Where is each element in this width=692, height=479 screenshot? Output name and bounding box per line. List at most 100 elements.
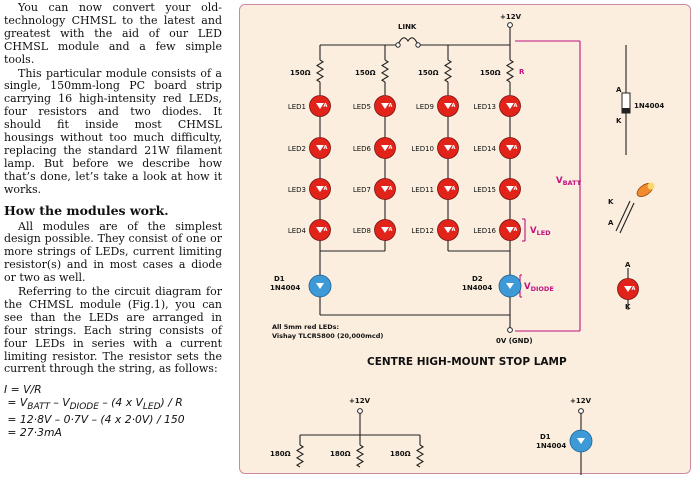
resistor-label: 180Ω: [330, 450, 351, 458]
led-anode-label: A: [514, 145, 518, 151]
led-triangle-icon: [506, 227, 514, 233]
parts-note: Vishay TLCR5800 (20,000mcd): [272, 332, 383, 340]
led-triangle-icon: [506, 186, 514, 192]
led-label: LED4: [288, 227, 307, 235]
led-triangle-icon: [316, 186, 324, 192]
led-label: LED10: [411, 145, 434, 153]
led-3d-highlight: [647, 182, 655, 190]
led-anode-label: A: [514, 186, 518, 192]
led-pin-k-label: K: [625, 303, 631, 311]
resistor-label: 180Ω: [270, 450, 291, 458]
diode-pin-a-label: A: [616, 86, 622, 94]
diode-part-label: 1N4004: [462, 284, 492, 292]
resistor-r3: [443, 59, 453, 83]
led-anode-label: A: [452, 145, 456, 151]
led3d-k-label: K: [608, 198, 614, 206]
led-anode-label: A: [632, 286, 636, 292]
resistor-r4: [505, 59, 515, 83]
section-heading: How the modules work.: [4, 202, 169, 218]
current-formula: I = V/R = VBATT – VDIODE – (4 x VLED) / …: [4, 383, 222, 440]
led-triangle-icon: [381, 103, 389, 109]
led-label: LED11: [411, 186, 434, 194]
article-column: You can now convert your old-technology …: [4, 1, 222, 440]
supply-terminal: [507, 22, 513, 28]
led-anode-label: A: [389, 186, 393, 192]
resistor-label: 150Ω: [355, 69, 376, 77]
led-triangle-icon: [624, 286, 632, 292]
led-label: LED14: [473, 145, 496, 153]
led-label: LED9: [416, 103, 434, 111]
led-triangle-icon: [444, 227, 452, 233]
led-triangle-icon: [506, 103, 514, 109]
link-terminal: [415, 42, 421, 48]
led-anode-label: A: [452, 227, 456, 233]
diode-triangle-icon: [506, 283, 514, 289]
ground-terminal: [507, 327, 513, 333]
supply-label: +12V: [500, 13, 522, 21]
v-diode-label: VDIODE: [524, 282, 554, 293]
v-batt-label: VBATT: [556, 176, 582, 187]
diode-part-label: 1N4004: [536, 442, 566, 450]
link-terminal: [395, 42, 401, 48]
led-label: LED1: [288, 103, 306, 111]
led-label: LED16: [473, 227, 496, 235]
led-triangle-icon: [444, 103, 452, 109]
diode-band-icon: [622, 108, 630, 113]
article-paragraph: This particular module consists of a sin…: [4, 66, 222, 196]
diode-triangle-icon: [577, 438, 585, 444]
link-wire: [397, 37, 419, 46]
supply-label: +12V: [570, 397, 592, 405]
led-anode-label: A: [389, 227, 393, 233]
led-anode-label: A: [389, 145, 393, 151]
led-label: LED12: [411, 227, 434, 235]
led-triangle-icon: [381, 227, 389, 233]
diode-part-label: 1N4004: [270, 284, 300, 292]
formula-line: I = V/R: [4, 383, 42, 397]
formula-line: = 27·3mA: [4, 426, 62, 440]
led-triangle-icon: [316, 227, 324, 233]
supply-terminal: [357, 408, 363, 414]
led-pin-a-label: A: [625, 261, 631, 269]
v-led-label: VLED: [530, 226, 551, 237]
led-label: LED15: [473, 186, 496, 194]
resistor-label: 150Ω: [290, 69, 311, 77]
led-label: LED8: [353, 227, 371, 235]
article-paragraph: All modules are of the simplest design p…: [4, 219, 222, 285]
led-triangle-icon: [316, 103, 324, 109]
diode-label: D1: [274, 275, 285, 283]
parts-note: All 5mm red LEDs:: [272, 323, 339, 331]
resistor-label: 150Ω: [418, 69, 439, 77]
led-lead: [619, 202, 635, 234]
diode-label: D1: [540, 433, 551, 441]
diode-triangle-icon: [316, 283, 324, 289]
led-lead: [615, 200, 631, 232]
article-paragraph: You can now convert your old-technology …: [4, 1, 222, 66]
circuit-diagram: LINK+12V150ΩALED1ALED2ALED3ALED4150ΩALED…: [270, 13, 664, 475]
formula-line: = VBATT – VDIODE – (4 x VLED) / R: [4, 396, 183, 413]
diode-label: D2: [472, 275, 483, 283]
diode-pin-part-label: 1N4004: [634, 102, 664, 110]
resistor-label: 180Ω: [390, 450, 411, 458]
resistor-label: 150Ω: [480, 69, 501, 77]
led-anode-label: A: [514, 227, 518, 233]
diode-pin-k-label: K: [616, 117, 622, 125]
led-anode-label: A: [452, 186, 456, 192]
resistor-r1: [315, 59, 325, 83]
supply-label: +12V: [349, 397, 371, 405]
link-label: LINK: [398, 23, 417, 31]
r-marker-label: R: [519, 68, 525, 76]
led-anode-label: A: [389, 103, 393, 109]
led-label: LED5: [353, 103, 371, 111]
article-paragraph: Referring to the circuit diagram for the…: [4, 285, 222, 376]
formula-line: = 12·8V – 0·7V – (4 x 2·0V) / 150: [4, 413, 185, 427]
led-triangle-icon: [381, 186, 389, 192]
led3d-a-label: A: [608, 219, 614, 227]
resistor-r2: [380, 59, 390, 83]
diagram-title: CENTRE HIGH-MOUNT STOP LAMP: [367, 356, 567, 368]
led-anode-label: A: [324, 103, 328, 109]
led-anode-label: A: [514, 103, 518, 109]
led-label: LED13: [473, 103, 496, 111]
led-anode-label: A: [452, 103, 456, 109]
supply-terminal: [578, 408, 584, 414]
